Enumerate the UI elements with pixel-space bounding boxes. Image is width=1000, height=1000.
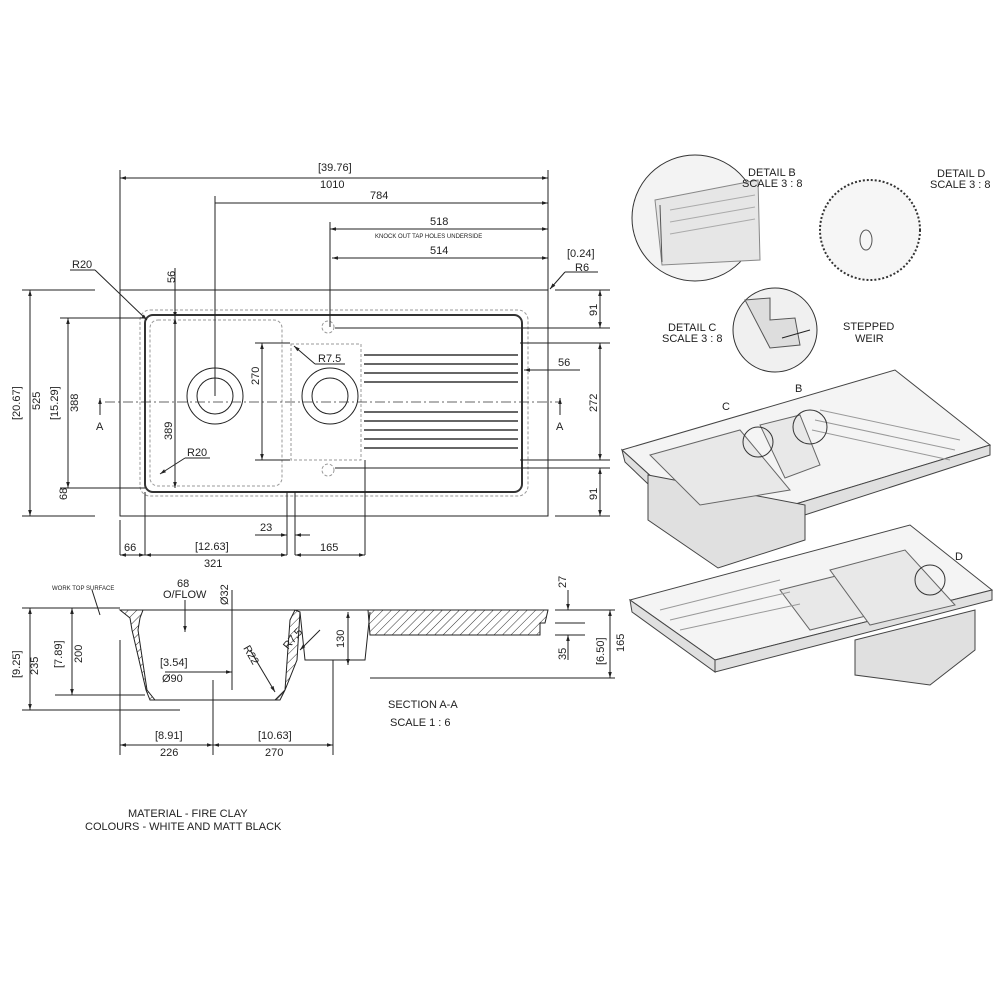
- tap-hole-icon: [321, 320, 335, 334]
- dim-length-in: [39.76]: [318, 162, 352, 174]
- waste-in: [3.54]: [160, 657, 188, 669]
- dim-r6: R6: [575, 262, 589, 274]
- dim-321: 321: [204, 558, 222, 570]
- dim-165-in: [6.50]: [595, 637, 607, 665]
- section-mark-left: A: [96, 421, 104, 433]
- detail-b-title: DETAIL B: [748, 167, 796, 179]
- dim-91-top: 91: [588, 304, 600, 316]
- dim-165-right: 165: [615, 634, 627, 652]
- waste-dia: Ø90: [162, 673, 183, 685]
- overflow-size: 68: [177, 578, 189, 590]
- detail-d-title: DETAIL D: [937, 168, 985, 180]
- dim-56-right: 56: [558, 357, 570, 369]
- iso-label-c: C: [722, 401, 730, 413]
- dim-23: 23: [260, 522, 272, 534]
- dim-226: 226: [160, 747, 178, 759]
- dim-130: 130: [335, 630, 347, 648]
- dim-270-in: [10.63]: [258, 730, 292, 742]
- stepped-weir-label-2: WEIR: [855, 333, 884, 345]
- dim-r20-bottom: R20: [187, 447, 207, 459]
- stepped-weir-label: STEPPED: [843, 321, 894, 333]
- detail-b-scale: SCALE 3 : 8: [742, 178, 803, 190]
- dim-width-in: [20.67]: [11, 386, 23, 420]
- dim-200-in: [7.89]: [53, 640, 65, 668]
- main-bowl: [149, 319, 283, 487]
- sink-outline: [119, 289, 549, 517]
- bowl-section: [118, 609, 301, 701]
- dim-length: 1010: [320, 179, 344, 191]
- dim-272: 272: [588, 394, 600, 412]
- dim-226-in: [8.91]: [155, 730, 183, 742]
- dim-235-in: [9.25]: [11, 650, 23, 678]
- overflow-label: O/FLOW: [163, 589, 207, 601]
- dim-bowl-width: 388: [69, 394, 81, 412]
- iso-view-bottom: D: [628, 524, 994, 686]
- tap-holes-note: KNOCK OUT TAP HOLES UNDERSIDE: [375, 234, 482, 240]
- plan-dimensions: [39.76] 1010 784 518 KNOCK OUT TAP HOLES…: [11, 162, 600, 570]
- dim-66: 66: [124, 542, 136, 554]
- section-scale: SCALE 1 : 6: [390, 717, 451, 729]
- section-view: WORK TOP SURFACE 68 O/FLOW Ø32 [3.54] Ø9…: [11, 576, 627, 759]
- dim-r75: R7.5: [318, 353, 341, 365]
- half-drain-icon: [301, 367, 359, 425]
- dim-r6-in: [0.24]: [567, 248, 595, 260]
- plan-view: A A [39.76] 1: [11, 162, 610, 570]
- section-title: SECTION A-A: [388, 699, 458, 711]
- material-note: MATERIAL - FIRE CLAY: [128, 808, 248, 820]
- dim-27: 27: [557, 576, 569, 588]
- dim-200: 200: [73, 645, 85, 663]
- drainer-section: [120, 609, 549, 636]
- dim-389: 389: [163, 422, 175, 440]
- drainer-grooves: [364, 354, 518, 449]
- detail-c: DETAIL C SCALE 3 : 8 STEPPED WEIR: [662, 287, 894, 373]
- detail-b: DETAIL B SCALE 3 : 8: [631, 154, 803, 282]
- iso-label-d: D: [955, 551, 963, 563]
- section-dimensions: WORK TOP SURFACE 68 O/FLOW Ø32 [3.54] Ø9…: [11, 576, 627, 759]
- dim-270-bottom: 270: [265, 747, 283, 759]
- iso-label-b: B: [795, 383, 802, 395]
- iso-view-top: C B: [621, 369, 992, 569]
- dim-r20-top: R20: [72, 259, 92, 271]
- basin-rim: [144, 314, 523, 493]
- detail-c-title: DETAIL C: [668, 322, 716, 334]
- work-top-label: WORK TOP SURFACE: [52, 586, 114, 592]
- dim-235: 235: [29, 657, 41, 675]
- dim-518: 518: [430, 216, 448, 228]
- dim-width: 525: [31, 392, 43, 410]
- dim-165: 165: [320, 542, 338, 554]
- section-mark-right: A: [556, 421, 564, 433]
- dim-56-top: 56: [166, 271, 178, 283]
- dim-68: 68: [58, 488, 70, 500]
- detail-d: DETAIL D SCALE 3 : 8: [819, 168, 991, 281]
- detail-c-scale: SCALE 3 : 8: [662, 333, 723, 345]
- dim-bowl-width-in: [15.29]: [49, 386, 61, 420]
- dim-91-bottom: 91: [588, 488, 600, 500]
- dim-bowl-length-in: [12.63]: [195, 541, 229, 553]
- half-bowl-section: [299, 611, 371, 661]
- tap-hole-icon: [321, 463, 335, 477]
- dim-514: 514: [430, 245, 448, 257]
- dim-784: 784: [370, 190, 388, 202]
- colours-note: COLOURS - WHITE AND MATT BLACK: [85, 821, 282, 833]
- detail-d-scale: SCALE 3 : 8: [930, 179, 991, 191]
- dim-270: 270: [250, 367, 262, 385]
- dim-35: 35: [557, 648, 569, 660]
- overflow-dia: Ø32: [219, 584, 231, 605]
